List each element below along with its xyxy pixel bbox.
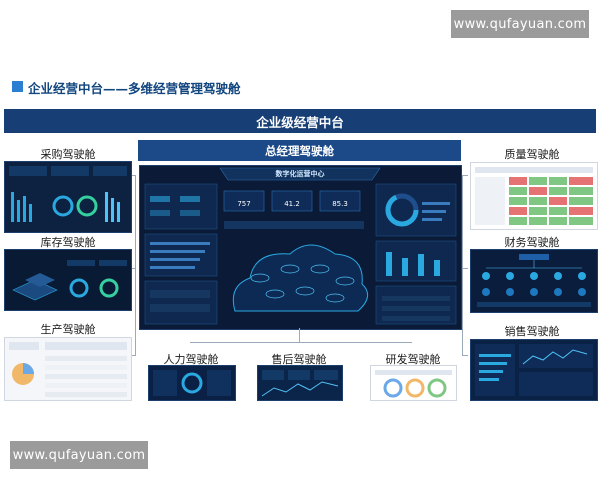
- center-dashboard-graphic: 757 41.2 85.3: [140, 166, 461, 329]
- cockpit-label-procurement: 采购驾驶舱: [40, 148, 96, 161]
- cockpit-label-inventory: 库存驾驶舱: [40, 236, 96, 249]
- right-tick-1: [462, 175, 468, 176]
- screen-title: 数字化运营中心: [275, 170, 325, 178]
- quality-graphic: [471, 163, 597, 229]
- inventory-dashboard: [4, 249, 132, 311]
- cockpit-label-finance: 财务驾驶舱: [504, 236, 560, 249]
- cockpit-label-quality: 质量驾驶舱: [504, 148, 560, 161]
- after-sales-dashboard: [257, 365, 343, 401]
- center-dashboard: 757 41.2 85.3 数字化运营中心: [139, 165, 462, 330]
- svg-text:41.2: 41.2: [284, 200, 300, 208]
- cockpit-label-rnd: 研发驾驶舱: [385, 353, 441, 366]
- bottom-connector: [190, 342, 412, 343]
- slide-title: 企业经营中台——多维经营管理驾驶舱: [28, 81, 241, 96]
- svg-text:85.3: 85.3: [332, 200, 348, 208]
- title-marker-icon: [12, 81, 23, 92]
- procurement-dashboard: [4, 161, 132, 233]
- rnd-graphic: [371, 366, 456, 400]
- center-label: 总经理驾驶舱: [138, 140, 461, 161]
- after-sales-graphic: [258, 366, 342, 400]
- production-graphic: [5, 338, 131, 400]
- right-tick-2: [462, 268, 468, 269]
- watermark-bottom: www.qufayuan.com: [10, 441, 148, 469]
- left-tick-1: [130, 175, 136, 176]
- production-dashboard: [4, 337, 132, 401]
- cockpit-label-after-sales: 售后驾驶舱: [271, 353, 327, 366]
- inventory-graphic: [5, 250, 131, 310]
- right-connector: [462, 175, 463, 355]
- cockpit-label-production: 生产驾驶舱: [40, 323, 96, 336]
- hr-graphic: [149, 366, 235, 400]
- rnd-dashboard: [370, 365, 457, 401]
- platform-banner: 企业级经营中台: [4, 109, 596, 133]
- watermark-top: www.qufayuan.com: [451, 10, 589, 38]
- cockpit-label-sales: 销售驾驶舱: [504, 325, 560, 338]
- finance-graphic: [471, 250, 597, 312]
- sales-graphic: [471, 340, 597, 400]
- hr-dashboard: [148, 365, 236, 401]
- left-tick-3: [130, 355, 136, 356]
- svg-text:757: 757: [237, 200, 250, 208]
- right-tick-3: [462, 355, 468, 356]
- left-connector: [135, 175, 136, 355]
- bottom-stem: [299, 328, 300, 342]
- procurement-graphic: [5, 162, 131, 232]
- sales-dashboard: [470, 339, 598, 401]
- finance-dashboard: [470, 249, 598, 313]
- quality-dashboard: [470, 162, 598, 230]
- cockpit-label-hr: 人力驾驶舱: [163, 353, 219, 366]
- left-tick-2: [130, 268, 136, 269]
